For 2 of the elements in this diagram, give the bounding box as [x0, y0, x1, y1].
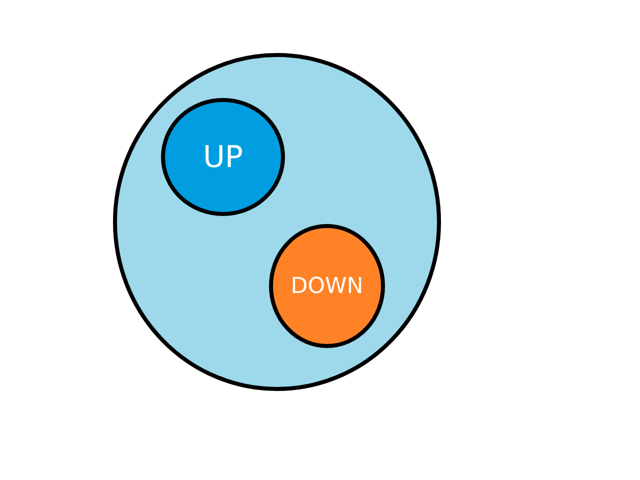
node-label: DOWN: [290, 274, 364, 298]
node-label: UP: [202, 140, 244, 174]
